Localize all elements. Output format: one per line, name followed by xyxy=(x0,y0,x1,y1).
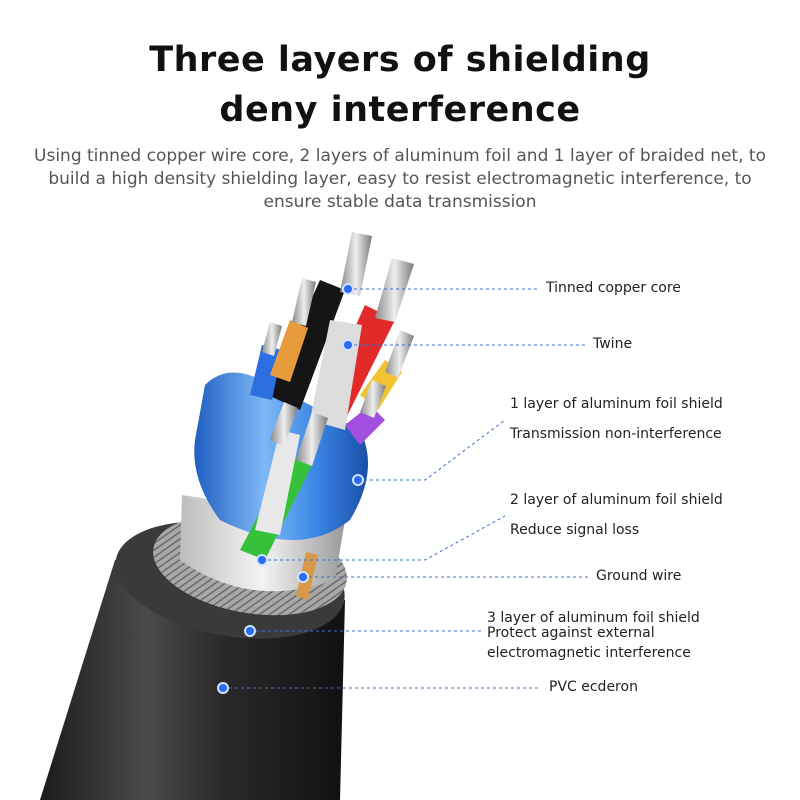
leader-foil-2 xyxy=(262,515,506,561)
white-wire xyxy=(255,430,300,535)
dot-pvc xyxy=(217,682,229,694)
leader-lines xyxy=(223,288,590,689)
callout-dots xyxy=(217,283,364,694)
label-foil-1-title: 1 layer of aluminum foil shield xyxy=(510,396,723,412)
dot-tinned-copper-core xyxy=(342,283,354,295)
label-ground-wire: Ground wire xyxy=(596,568,682,584)
orange-wire xyxy=(270,320,308,382)
label-foil-1-desc: Transmission non-interference xyxy=(510,426,722,442)
label-pvc: PVC ecderon xyxy=(549,679,638,695)
label-foil-3-title: 3 layer of aluminum foil shield xyxy=(487,610,700,626)
dot-ground-wire xyxy=(297,571,309,583)
label-foil-2-desc: Reduce signal loss xyxy=(510,522,640,538)
dot-foil-2 xyxy=(256,554,268,566)
label-foil-3-desc-line-1: Protect against external xyxy=(487,625,655,641)
blue-wire xyxy=(250,345,282,400)
label-foil-2-title: 2 layer of aluminum foil shield xyxy=(510,492,723,508)
label-tinned-copper-core: Tinned copper core xyxy=(546,280,681,296)
page-title-line-1: Three layers of shielding xyxy=(149,40,651,80)
label-foil-3-desc-line-2: electromagnetic interference xyxy=(487,645,691,661)
leader-foil-1 xyxy=(358,419,506,481)
dot-twine xyxy=(342,339,354,351)
page-description: Using tinned copper wire core, 2 layers … xyxy=(34,146,766,212)
label-twine: Twine xyxy=(593,336,633,352)
page-title-line-2: deny interference xyxy=(219,90,581,130)
tinned-copper-strands xyxy=(262,232,414,466)
dot-foil-1 xyxy=(352,474,364,486)
dot-foil-3 xyxy=(244,625,256,637)
